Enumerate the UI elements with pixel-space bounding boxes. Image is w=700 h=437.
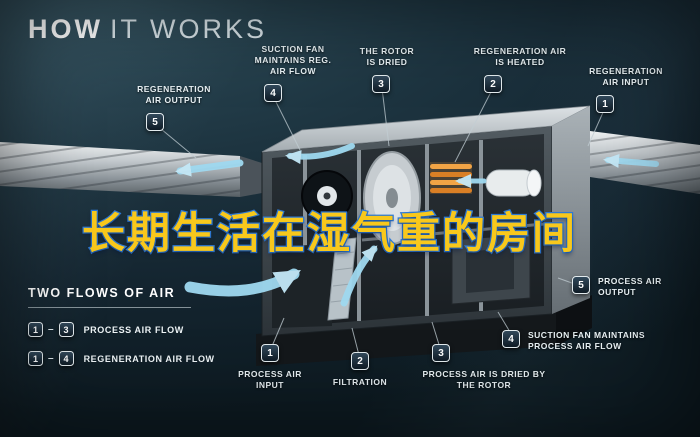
callout-regeneration-air-heated: REGENERATION AIR IS HEATED 2 — [470, 46, 570, 94]
callout-rotor-is-dried: THE ROTOR IS DRIED 3 — [356, 46, 418, 94]
callout-process-air-output: 5 PROCESS AIR OUTPUT — [572, 276, 670, 298]
filter-upflow-arrow — [340, 245, 378, 307]
callout-label: REGENERATION AIR INPUT — [589, 66, 663, 88]
process-input-arrow — [184, 268, 301, 297]
callout-label: REGENERATION AIR IS HEATED — [473, 46, 567, 68]
title-word-how: HOW — [28, 14, 103, 44]
lower-compartment-inner — [466, 247, 514, 293]
callout-process-air-dried: 3 PROCESS AIR IS DRIED BY THE ROTOR — [418, 344, 550, 391]
legend-row-process-air-flow: 1 – 3 PROCESS AIR FLOW — [28, 322, 215, 337]
legend-range-dash: – — [48, 353, 54, 364]
callout-badge: 1 — [596, 95, 614, 114]
heater — [430, 162, 472, 194]
callout-process-air-input: 1 PROCESS AIR INPUT — [232, 344, 308, 391]
callout-badge: 3 — [372, 75, 390, 94]
callout-regeneration-air-output: REGENERATION AIR OUTPUT 5 — [134, 84, 214, 132]
callout-badge: 2 — [484, 75, 502, 94]
legend-title: TWO FLOWS OF AIR — [28, 286, 192, 308]
callout-badge: 4 — [264, 84, 282, 103]
callout-badge: 2 — [351, 352, 369, 370]
callout-suction-fan-reg: SUCTION FAN MAINTAINS REG. AIR FLOW 4 — [254, 44, 332, 103]
legend-label: PROCESS AIR FLOW — [83, 324, 184, 335]
overlay-caption: 长期生活在湿气重的房间 — [81, 208, 577, 261]
callout-label: SUCTION FAN MAINTAINS PROCESS AIR FLOW — [528, 330, 646, 352]
legend-badge-to: 4 — [58, 351, 74, 366]
airflow-arrows — [175, 143, 659, 307]
regeneration-input-arrow — [603, 153, 659, 168]
callout-filtration: 2 FILTRATION — [328, 352, 392, 388]
intake-cylinder — [485, 169, 542, 197]
callout-label: PROCESS AIR INPUT — [238, 369, 302, 391]
callout-label: SUCTION FAN MAINTAINS REG. AIR FLOW — [254, 44, 332, 77]
legend-badge-to: 3 — [58, 322, 74, 337]
callout-badge: 1 — [261, 344, 279, 362]
fan-outflow-arrow — [285, 143, 355, 165]
regeneration-output-arrow — [175, 159, 244, 177]
legend-badge-from: 1 — [28, 322, 43, 337]
legend-two-flows: TWO FLOWS OF AIR 1 – 3 PROCESS AIR FLOW … — [28, 284, 215, 366]
callout-badge: 3 — [432, 344, 450, 362]
callout-label: FILTRATION — [332, 377, 388, 387]
legend-range-dash: – — [48, 324, 54, 335]
left-duct — [0, 142, 262, 197]
title-word-it-works: IT WORKS — [109, 14, 267, 44]
callout-label: PROCESS AIR OUTPUT — [598, 276, 662, 298]
callout-regeneration-air-input: REGENERATION AIR INPUT 1 — [586, 66, 666, 114]
machine-body — [256, 105, 592, 366]
callout-badge: 4 — [502, 330, 520, 348]
callout-label: REGENERATION AIR OUTPUT — [137, 84, 211, 106]
callout-suction-fan-process: 4 SUCTION FAN MAINTAINS PROCESS AIR FLOW — [502, 330, 646, 352]
legend-label: REGENERATION AIR FLOW — [83, 353, 215, 364]
callout-label: PROCESS AIR IS DRIED BY THE ROTOR — [422, 369, 546, 391]
callout-badge: 5 — [572, 276, 590, 294]
suction-fan — [301, 170, 353, 222]
legend-badge-from: 1 — [28, 351, 43, 366]
rotor — [363, 151, 421, 245]
callout-label: THE ROTOR IS DRIED — [359, 46, 415, 68]
legend-row-regeneration-air-flow: 1 – 4 REGENERATION AIR FLOW — [28, 351, 215, 366]
callout-badge: 5 — [146, 113, 164, 132]
